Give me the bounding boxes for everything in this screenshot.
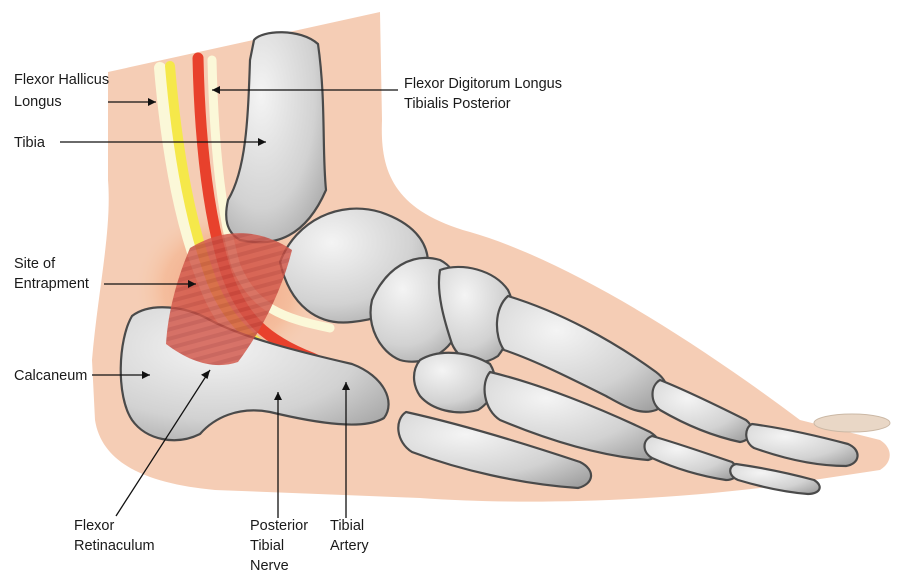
label-tibia: Tibia (14, 135, 46, 151)
label-posterior: Posterior (250, 518, 308, 534)
label-flexor-digitorum: Flexor Digitorum Longus (404, 76, 562, 92)
label-tibial-artery: Tibial (330, 518, 364, 534)
label-entrapment: Entrapment (14, 276, 89, 292)
label-site-of: Site of (14, 256, 56, 272)
label-flexor-hallicus-2: Longus (14, 94, 62, 110)
label-nerve: Nerve (250, 558, 289, 572)
label-tibialis-posterior: Tibialis Posterior (404, 96, 511, 112)
label-artery: Artery (330, 538, 369, 554)
label-calcaneum: Calcaneum (14, 368, 87, 384)
label-tibial-nerve: Tibial (250, 538, 284, 554)
toenail (814, 414, 890, 432)
label-retinaculum: Retinaculum (74, 538, 155, 554)
label-flexor-hallicus-1: Flexor Hallicus (14, 72, 109, 88)
label-flexor: Flexor (74, 518, 114, 534)
